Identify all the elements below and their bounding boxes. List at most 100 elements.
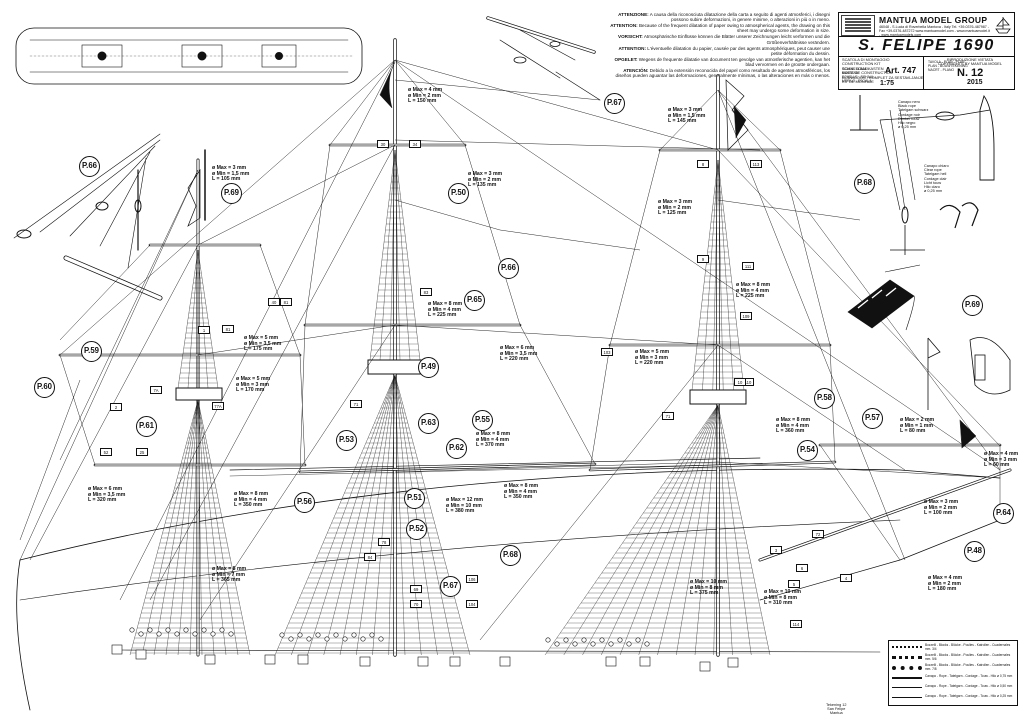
part-number-tag: 109	[740, 312, 752, 320]
belaying-pin	[156, 631, 162, 637]
part-number-tag: 2	[110, 403, 122, 411]
belaying-pin	[608, 641, 614, 647]
part-callout: P.49	[418, 357, 439, 378]
gun-port	[699, 661, 711, 672]
rigging-line	[197, 399, 227, 656]
brand-name: MANTUA MODEL GROUP	[879, 15, 988, 25]
text-line: NACRT - PLANO	[928, 67, 955, 72]
hull-outline	[16, 457, 1001, 711]
rigging-line	[369, 149, 396, 361]
part-number-tag: 114	[790, 620, 802, 628]
dimension-line: ø Max = 2 mm	[900, 417, 935, 423]
text-line: CONSTRUCTION KIT	[842, 61, 881, 67]
text-line: BOITE DE CONSTRUCTION	[842, 70, 893, 76]
belaying-pin	[563, 637, 569, 643]
rigging-line	[197, 249, 219, 389]
spar-detail-top	[486, 16, 601, 101]
belaying-pin	[279, 632, 285, 638]
legend-row: Canapo - Rope - Tatelgarn - Cordage - To…	[892, 684, 1016, 694]
rigging-line	[779, 149, 831, 346]
rigging-line	[177, 399, 199, 656]
warning-paragraph: ATENCIÓN: Debido a la extensión reconoci…	[608, 68, 831, 79]
rigging-line	[582, 404, 719, 656]
dimension-line: ø Max = 5 mm	[236, 376, 271, 382]
dimension-line: L = 60 mm	[984, 462, 1010, 469]
rigging-line	[149, 144, 396, 601]
legend-swatch	[892, 676, 922, 683]
part-callout: P.69	[962, 295, 983, 316]
dimension-line: ø Max = 3 mm	[668, 107, 703, 113]
dimension-line: ø Min = 3,5 mm	[500, 350, 538, 357]
text-line: TAVOLA - PLAN - PLAN	[928, 60, 965, 64]
rigging-line	[177, 249, 199, 389]
sheet-number: N. 12	[957, 67, 984, 79]
rigging-line	[717, 404, 733, 656]
mantua-logo-icon	[841, 15, 875, 36]
rigging-line	[659, 89, 719, 151]
rigging-line	[712, 159, 719, 391]
belaying-pin	[138, 631, 144, 637]
rigging-line	[819, 444, 901, 561]
text-line: BOUWDOOS - KOMPLET ZA SESTAVLJANJE	[842, 74, 924, 80]
dimension-line: L = 320 mm	[88, 497, 117, 504]
warning-keyword: ATTENZIONE:	[618, 12, 649, 17]
warning-keyword: VORSICHT:	[618, 34, 643, 40]
belaying-pin	[617, 637, 623, 643]
part-callout: P.63	[418, 413, 439, 434]
rigging-line	[519, 324, 596, 465]
dimension-line: L = 125 mm	[658, 210, 687, 217]
part-number-tag: 4	[840, 574, 852, 582]
legend-text: Canapo - Rope - Tatelgarn - Cordage - To…	[925, 673, 1013, 678]
belaying-pin	[165, 627, 171, 633]
dimension-line: ø Min = 4 mm	[428, 306, 462, 313]
text-line: SCHNELLBAUKASTEN	[842, 65, 884, 71]
rigging-line	[464, 144, 521, 326]
rigging-line	[329, 59, 396, 146]
dimension-line: ø Min = 10 mm	[446, 502, 482, 509]
warning-text: Wegens de frequente dilatatie van docume…	[637, 56, 830, 68]
part-number-tag: 1	[198, 326, 210, 334]
dimension-line: ø Min = 2 mm	[924, 504, 958, 511]
rigging-line	[717, 461, 1001, 479]
rigging-line	[197, 399, 215, 656]
dimension-line: ø Max = 3 mm	[658, 199, 693, 205]
part-number-tag: 69	[410, 585, 422, 593]
text-line: RIPRODUZIONE VIETATA	[946, 57, 994, 62]
rigging-line	[479, 344, 719, 641]
rigging-line	[304, 144, 331, 326]
dimension-line: ø Min = 1,5 mm	[668, 112, 706, 119]
part-callout: P.67	[604, 93, 625, 114]
rope-note-line: ø 0,25 mm	[924, 189, 943, 194]
dimension-line: ø Max = 4 mm	[408, 87, 443, 93]
dimension-line: ø Min = 1 mm	[900, 422, 934, 429]
scale-value: 1:75	[880, 80, 895, 87]
rigging-line	[619, 404, 719, 656]
dimension-line: ø Max = 8 mm	[504, 483, 539, 489]
text-line: PLAN - BOUWTEKENING	[928, 63, 968, 68]
warning-paragraph: ATTENZIONE: A causa della riconosciuta d…	[608, 12, 830, 23]
dimension-line: ø Min = 3,5 mm	[88, 491, 126, 498]
part-callout: P.69	[221, 183, 242, 204]
belaying-pin	[333, 632, 339, 638]
part-callout: P.65	[464, 290, 485, 311]
dimension-line: L = 175 mm	[244, 346, 273, 353]
part-number-tag: 113	[750, 160, 762, 168]
rigging-line	[199, 324, 396, 621]
belaying-pin	[129, 627, 135, 633]
belaying-pin	[626, 641, 632, 647]
foremast	[196, 149, 206, 657]
sheet-year: 2015	[967, 79, 983, 86]
rope-note-line: Tatelgam schwarz	[898, 108, 929, 113]
